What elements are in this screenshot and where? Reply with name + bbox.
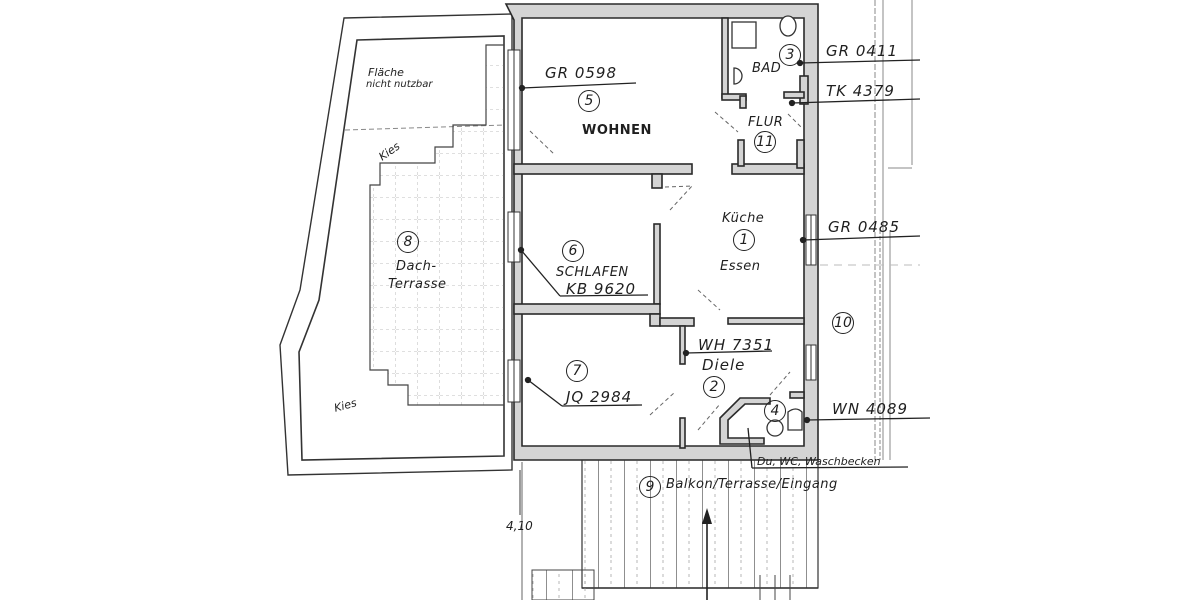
leader-lines [517,59,931,515]
note-flaeche: Fläche [368,66,404,79]
room-name-kueche: Küche [722,211,765,226]
room-name-diele: Diele [702,356,746,374]
room-name-terrasse: Terrasse [388,277,447,292]
dimension-label: 4,10 [506,519,533,533]
room-number-3: 3 [779,44,801,66]
room-number-10: 10 [832,312,854,334]
door-swings [529,111,803,431]
code-room7: JQ 2984 [566,388,633,406]
code-bad: GR 0411 [826,42,898,60]
bath-fixtures [731,15,803,437]
room-name-wohnen: WOHNEN [582,123,652,138]
room-number-11: 11 [754,131,776,153]
room-number-9: 9 [639,476,661,498]
room-number-1: 1 [733,229,755,251]
code-kueche: GR 0485 [828,218,900,236]
code-dusche: WN 4089 [832,400,908,418]
code-wohnen: GR 0598 [545,64,617,82]
code-diele: WH 7351 [698,336,775,354]
code-flur: TK 4379 [826,82,895,100]
exterior-lines [820,0,920,460]
room-number-5: 5 [578,90,600,112]
room-number-8: 8 [397,231,419,253]
room-name-dusche: Du, WC, Waschbecken [757,455,881,468]
room-number-7: 7 [566,360,588,382]
room-subname-essen: Essen [720,259,761,274]
room-name-schlafen: SCHLAFEN [556,265,629,280]
room-number-6: 6 [562,240,584,262]
room-name-bad: BAD [752,61,782,76]
room-number-4: 4 [764,400,786,422]
room-name-balkon: Balkon/Terrasse/Eingang [666,477,838,492]
room-name-dach: Dach- [396,259,437,274]
roof-terrace [279,13,513,476]
note-nicht-nutzbar: nicht nutzbar [366,79,433,90]
room-number-2: 2 [703,376,725,398]
balcony [521,459,819,601]
code-schlafen: KB 9620 [566,280,637,298]
room-name-flur: FLUR [748,115,784,130]
